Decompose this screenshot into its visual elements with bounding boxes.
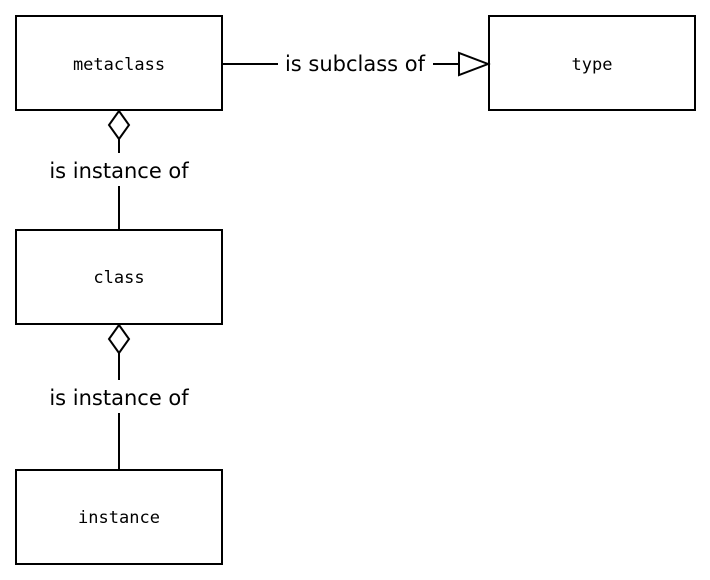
edge-label-instance-upper: is instance of bbox=[49, 159, 189, 183]
node-metaclass-box bbox=[15, 15, 223, 111]
node-instance: instance bbox=[15, 469, 223, 565]
node-type-label: type bbox=[572, 55, 613, 75]
node-metaclass: metaclass bbox=[15, 15, 223, 111]
aggregation-diamond-icon bbox=[107, 109, 131, 141]
edge-label-instance-lower: is instance of bbox=[49, 386, 189, 410]
generalization-triangle-icon bbox=[458, 51, 491, 77]
aggregation-diamond-icon bbox=[107, 323, 131, 355]
node-instance-label: instance bbox=[78, 508, 160, 528]
edge-class-instance-of-metaclass: is instance of bbox=[49, 109, 189, 230]
node-metaclass-label: metaclass bbox=[73, 55, 165, 75]
node-class-label: class bbox=[93, 268, 144, 288]
edge-metaclass-subclass-of-type: is subclass of bbox=[222, 51, 491, 77]
edge-instance-instance-of-class: is instance of bbox=[49, 323, 189, 470]
node-instance-box bbox=[15, 469, 223, 565]
node-type: type bbox=[488, 15, 696, 111]
edge-label-subclass: is subclass of bbox=[285, 52, 426, 76]
node-class: class bbox=[15, 229, 223, 325]
node-type-box bbox=[488, 15, 696, 111]
